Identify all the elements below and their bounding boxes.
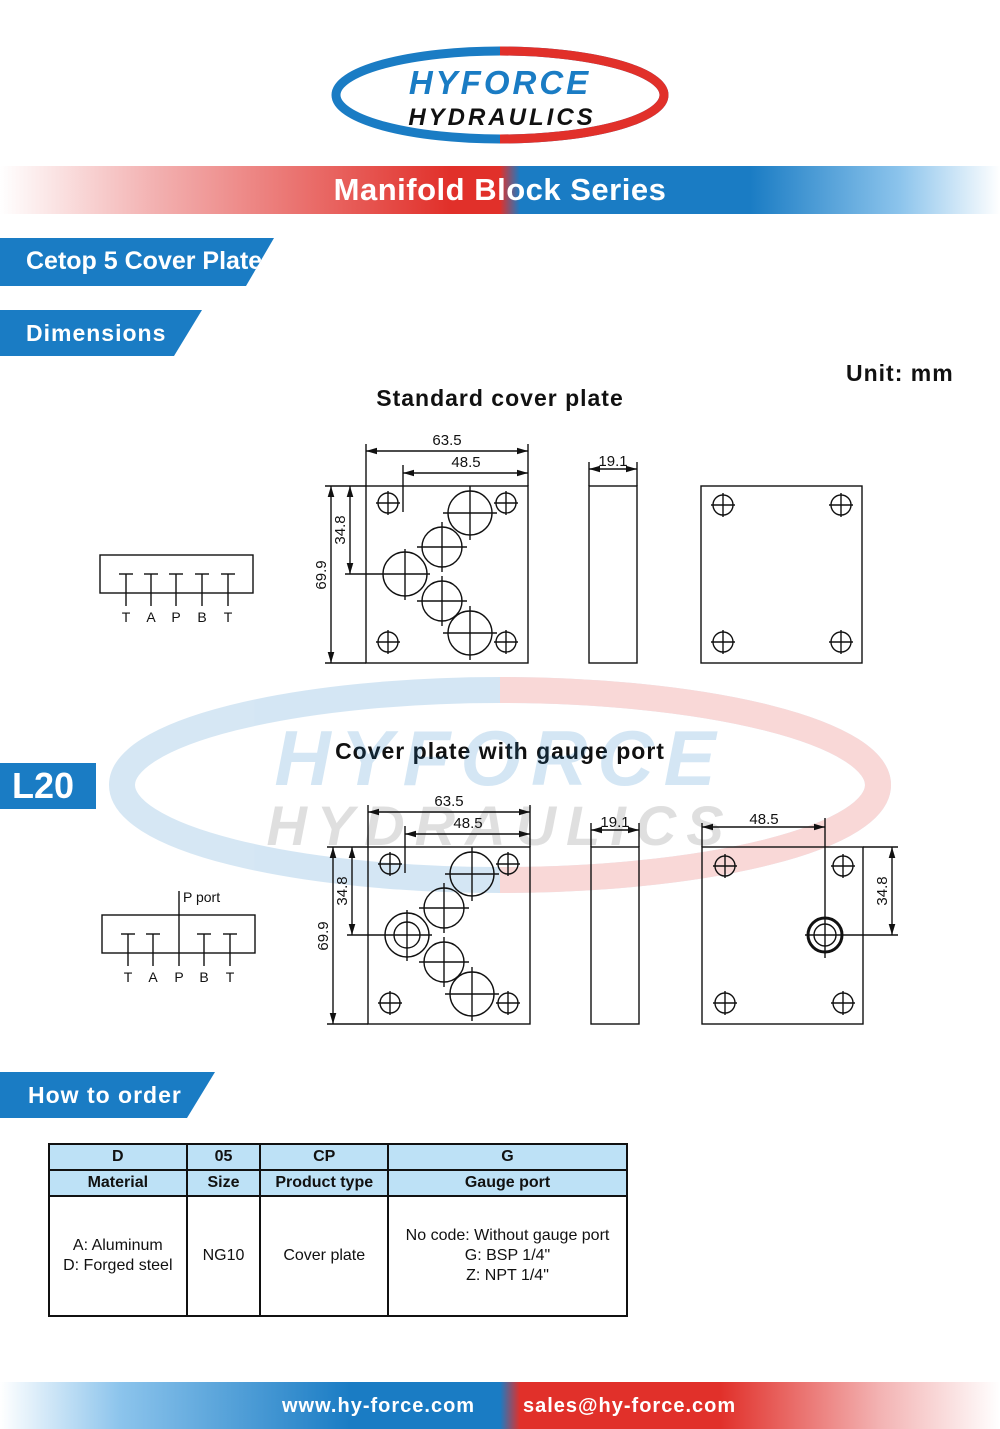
order-options-size: NG10 [185, 1195, 262, 1317]
order-option: G: BSP 1/4" [464, 1247, 551, 1264]
order-option: No code: Without gauge port [405, 1227, 610, 1244]
section-tab-dimensions: Dimensions [0, 310, 202, 356]
std-port-a: A [146, 609, 156, 625]
std-port-p: P [171, 609, 180, 625]
order-code-table: D 05 CP G Material Size Product type Gau… [48, 1143, 628, 1317]
order-option: A: Aluminum [72, 1237, 163, 1254]
order-option: Z: NPT 1/4" [466, 1267, 549, 1284]
order-code-gauge: G [387, 1143, 628, 1171]
order-options-material: A: Aluminum D: Forged steel [48, 1195, 188, 1317]
series-banner [0, 166, 1000, 214]
unit-label: Unit: mm [846, 360, 954, 386]
order-option: Cover plate [283, 1247, 366, 1264]
logo-line2: HYDRAULICS [408, 104, 595, 131]
gauge-dim-height: 69.9 [315, 921, 332, 950]
std-dim-thickness: 19.1 [598, 453, 627, 470]
gauge-dim-width: 63.5 [434, 793, 463, 810]
std-port-b: B [197, 609, 206, 625]
order-options-type: Cover plate [259, 1195, 390, 1317]
order-options-gauge: No code: Without gauge port G: BSP 1/4" … [387, 1195, 628, 1317]
order-label-type: Product type [259, 1169, 390, 1197]
gauge-dim-port-y: 34.8 [874, 876, 891, 905]
order-code-material: D [48, 1143, 188, 1171]
gauge-port-b: B [199, 969, 208, 985]
series-title: Manifold Block Series [333, 172, 667, 207]
logo-line1: HYFORCE [409, 64, 591, 101]
gauge-p-port-label: P port [183, 889, 220, 905]
watermark-line1: HYFORCE [274, 714, 725, 802]
footer-website-link[interactable]: www.hy-force.com [282, 1395, 476, 1417]
std-dim-height: 69.9 [313, 560, 330, 589]
gauge-dim-port-x: 48.5 [749, 811, 778, 828]
order-label-gauge: Gauge port [387, 1169, 628, 1197]
gauge-dim-thickness: 19.1 [600, 814, 629, 831]
hyforce-logo: HYFORCE HYDRAULICS [331, 46, 669, 144]
order-label-material: Material [48, 1169, 188, 1197]
std-dim-half: 34.8 [332, 515, 349, 544]
std-dim-inner: 48.5 [451, 454, 480, 471]
page-code-badge: L20 [0, 763, 96, 809]
gauge-port-a: A [148, 969, 158, 985]
order-code-size: 05 [185, 1143, 262, 1171]
gauge-port-p: P [174, 969, 183, 985]
order-option: D: Forged steel [63, 1257, 173, 1274]
order-code-type: CP [259, 1143, 390, 1171]
std-port-t1: T [122, 609, 131, 625]
footer-email-link[interactable]: sales@hy-force.com [523, 1395, 737, 1417]
section-tab-cetop: Cetop 5 Cover Plate [0, 238, 274, 286]
std-port-t2: T [224, 609, 233, 625]
std-dim-width: 63.5 [432, 432, 461, 449]
footer-banner [0, 1382, 1000, 1429]
order-option: NG10 [202, 1247, 245, 1264]
standard-plate-title: Standard cover plate [376, 385, 624, 411]
watermark: HYFORCE HYDRAULICS [109, 677, 892, 893]
section-tab-how-to-order: How to order [0, 1072, 215, 1118]
order-label-size: Size [185, 1169, 262, 1197]
gauge-dim-inner: 48.5 [453, 815, 482, 832]
gauge-dim-half: 34.8 [334, 876, 351, 905]
gauge-port-t2: T [226, 969, 235, 985]
gauge-port-t1: T [124, 969, 133, 985]
gauge-plate-title: Cover plate with gauge port [335, 738, 665, 764]
